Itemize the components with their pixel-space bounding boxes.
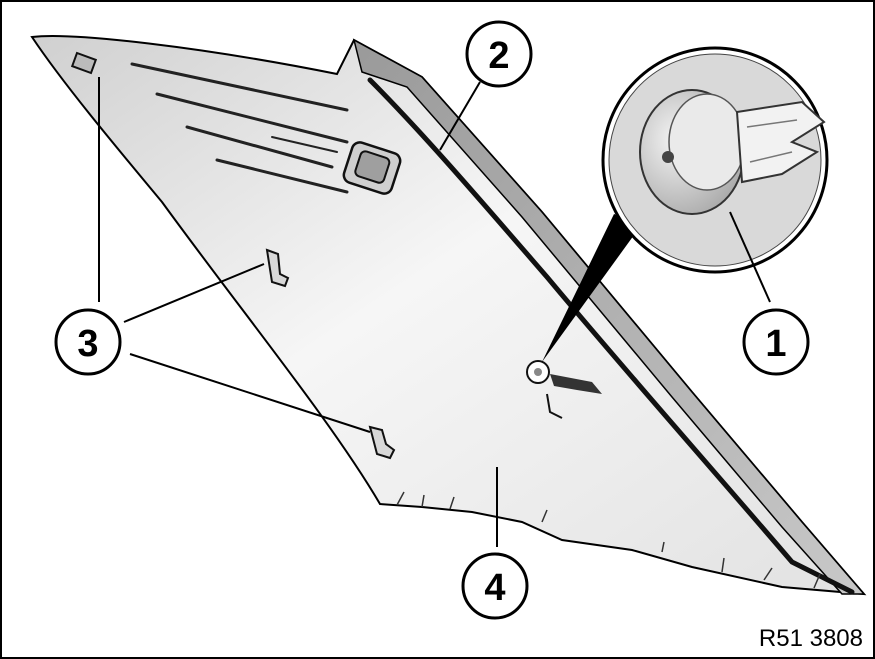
- callout-4: 4: [461, 552, 529, 620]
- bottom-edge-ticks: [396, 491, 821, 589]
- panel-bracket: [342, 141, 402, 195]
- callout-4-label: 4: [484, 567, 505, 609]
- callout-3: 3: [54, 308, 122, 376]
- callout-3-label: 3: [77, 323, 98, 365]
- panel-ribs: [130, 62, 349, 194]
- edge-clip-upper: [265, 248, 290, 288]
- clip-detail-magnifier: [601, 46, 829, 274]
- corner-tab: [70, 51, 98, 75]
- callout-2: 2: [465, 20, 533, 88]
- figure-code: R51 3808: [754, 625, 867, 653]
- panel-fastener: [526, 360, 602, 419]
- edge-seal-groove: [367, 77, 855, 595]
- callout-1: 1: [742, 308, 810, 376]
- trim-panel: [30, 35, 867, 596]
- callout-1-label: 1: [765, 323, 786, 365]
- callout-leaders: [98, 77, 771, 547]
- edge-clip-lower: [368, 425, 396, 460]
- magnifier-leader: [542, 214, 642, 362]
- callout-2-label: 2: [488, 35, 509, 77]
- panel-edge-strip: [352, 38, 866, 595]
